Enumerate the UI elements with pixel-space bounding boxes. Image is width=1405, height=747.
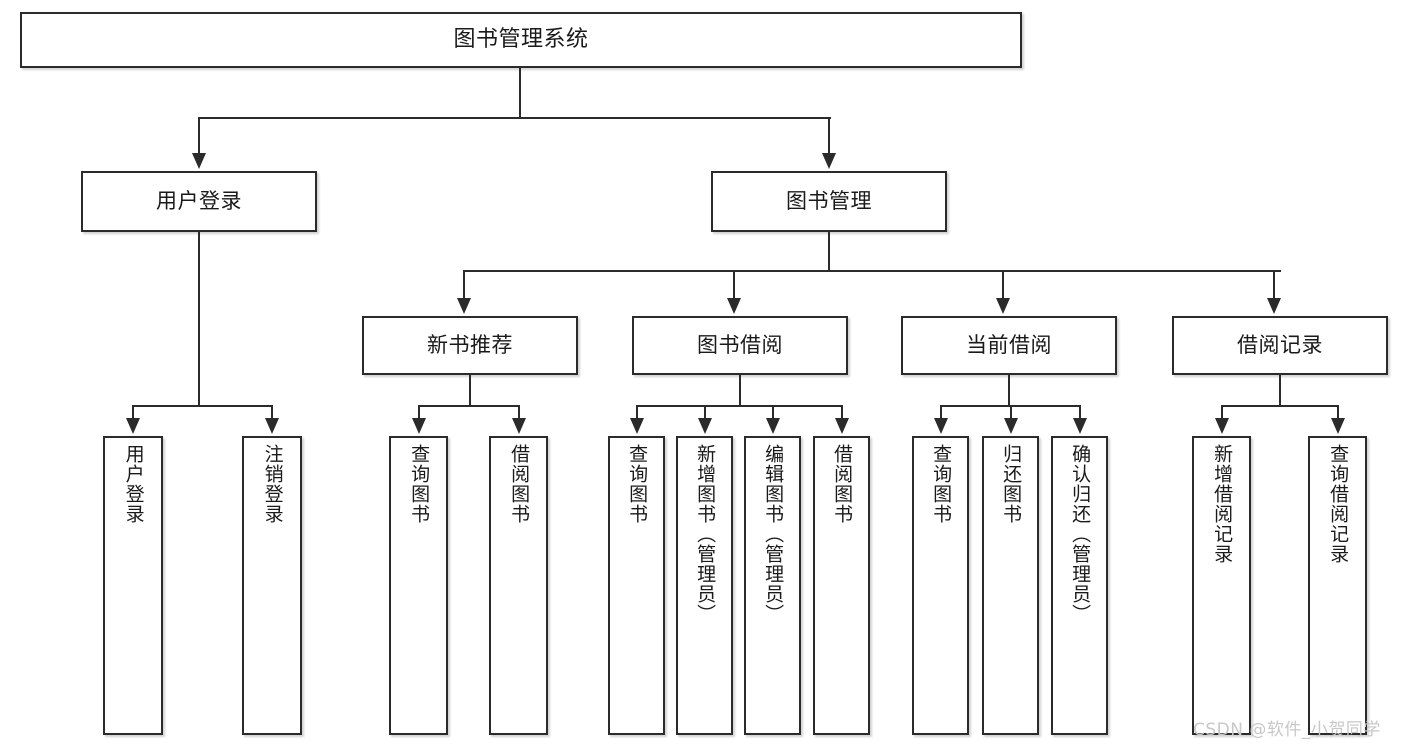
node-user-login-label: 用户登录 [156,188,242,213]
leaf-user-logout[interactable]: 注销登录 [242,436,302,735]
connector-borrow-record-stem [1279,375,1281,405]
node-root[interactable]: 图书管理系统 [20,12,1022,68]
node-new-book-recommend[interactable]: 新书推荐 [362,316,578,375]
arrow-user-login-leaf2 [265,418,279,434]
connector-book-manage-to-new-book [463,270,465,300]
node-user-login[interactable]: 用户登录 [81,171,317,232]
connector-book-borrow-bus [637,405,843,407]
connector-user-login-leaf2 [271,405,273,420]
arrow-book-manage-to-borrow-record [1267,298,1281,314]
connector-book-borrow-leaf4 [841,405,843,420]
leaf-query-book-3[interactable]: 查询图书 [912,436,969,735]
arrow-borrow-record-leaf2 [1331,418,1345,434]
connector-new-book-leaf1 [418,405,420,420]
arrow-root-to-book-manage [822,153,836,169]
node-borrow-record-label: 借阅记录 [1237,332,1323,357]
leaf-query-book-2-label: 查询图书 [626,444,649,524]
connector-borrow-record-bus [1222,405,1339,407]
arrow-book-borrow-leaf3 [766,418,780,434]
connector-new-book-leaf2 [518,405,520,420]
leaf-borrow-book-1[interactable]: 借阅图书 [489,436,548,735]
arrow-current-borrow-leaf2 [1004,418,1018,434]
connector-book-borrow-leaf2 [704,405,706,420]
node-book-manage-label: 图书管理 [786,188,872,213]
leaf-query-book-1[interactable]: 查询图书 [389,436,448,735]
leaf-confirm-return[interactable]: 确认归还（管理员） [1051,436,1108,735]
leaf-borrow-book-1-label: 借阅图书 [508,444,531,524]
connector-root-to-user-login [198,117,200,155]
csdn-watermark: CSDN @软件_小贺同学 [1193,720,1381,740]
node-borrow-record[interactable]: 借阅记录 [1172,316,1388,375]
node-new-book-recommend-label: 新书推荐 [427,332,513,357]
connector-book-manage-to-book-borrow [733,270,735,300]
connector-borrow-record-leaf2 [1337,405,1339,420]
connector-root-to-book-manage [828,117,830,155]
leaf-edit-book[interactable]: 编辑图书（管理员） [744,436,801,735]
leaf-query-record-label: 查询借阅记录 [1327,444,1350,564]
connector-book-borrow-stem [739,375,741,405]
leaf-add-record[interactable]: 新增借阅记录 [1192,436,1251,735]
leaf-add-book[interactable]: 新增图书（管理员） [676,436,733,735]
connector-book-borrow-leaf1 [636,405,638,420]
connector-user-login-stem [198,232,200,405]
leaf-borrow-book-2[interactable]: 借阅图书 [813,436,870,735]
node-current-borrow-label: 当前借阅 [966,332,1052,357]
arrow-new-book-leaf1 [412,418,426,434]
arrow-book-manage-to-book-borrow [727,298,741,314]
connector-current-borrow-leaf1 [940,405,942,420]
leaf-user-login-label: 用户登录 [122,444,145,524]
node-root-label: 图书管理系统 [453,26,589,52]
connector-current-borrow-stem [1008,375,1010,405]
node-book-borrow[interactable]: 图书借阅 [632,316,848,375]
arrow-book-manage-to-current-borrow [996,298,1010,314]
node-book-manage[interactable]: 图书管理 [711,171,947,232]
arrow-new-book-leaf2 [512,418,526,434]
node-current-borrow[interactable]: 当前借阅 [901,316,1117,375]
connector-current-borrow-leaf3 [1079,405,1081,420]
leaf-confirm-return-label: 确认归还（管理员） [1069,444,1092,624]
arrow-borrow-record-leaf1 [1215,418,1229,434]
connector-book-manage-to-borrow-record [1273,270,1275,300]
connector-current-borrow-leaf2 [1010,405,1012,420]
connector-book-manage-bus [464,270,1281,272]
connector-book-manage-to-current-borrow [1002,270,1004,300]
connector-borrow-record-leaf1 [1221,405,1223,420]
leaf-query-book-1-label: 查询图书 [408,444,431,524]
connector-user-login-leaf1 [132,405,134,420]
leaf-return-book-label: 归还图书 [1000,444,1023,524]
arrow-book-borrow-leaf1 [630,418,644,434]
leaf-query-book-3-label: 查询图书 [930,444,953,524]
node-book-borrow-label: 图书借阅 [697,332,783,357]
connector-book-borrow-leaf3 [772,405,774,420]
connector-user-login-bus [133,405,273,407]
leaf-query-book-2[interactable]: 查询图书 [608,436,665,735]
leaf-return-book[interactable]: 归还图书 [982,436,1039,735]
leaf-add-book-label: 新增图书（管理员） [694,444,717,624]
connector-root-stem [519,68,521,117]
connector-root-bus [199,117,831,119]
leaf-user-login[interactable]: 用户登录 [103,436,163,735]
arrow-user-login-leaf1 [126,418,140,434]
leaf-edit-book-label: 编辑图书（管理员） [762,444,785,624]
leaf-add-record-label: 新增借阅记录 [1211,444,1234,564]
connector-new-book-stem [469,375,471,405]
arrow-root-to-user-login [192,153,206,169]
arrow-current-borrow-leaf1 [934,418,948,434]
arrow-current-borrow-leaf3 [1073,418,1087,434]
connector-new-book-bus [419,405,520,407]
arrow-book-borrow-leaf4 [835,418,849,434]
leaf-query-record[interactable]: 查询借阅记录 [1308,436,1367,735]
arrow-book-borrow-leaf2 [698,418,712,434]
arrow-book-manage-to-new-book [457,298,471,314]
leaf-user-logout-label: 注销登录 [261,444,284,524]
connector-book-manage-stem [828,232,830,270]
leaf-borrow-book-2-label: 借阅图书 [831,444,854,524]
